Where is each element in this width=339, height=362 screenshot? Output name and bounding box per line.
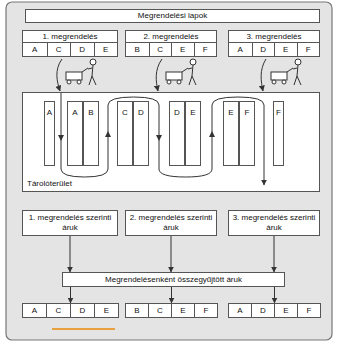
text-box: C (148, 303, 172, 318)
text-box: B (126, 42, 149, 56)
node-text: 3. megrendelés szerinti áruk (231, 213, 317, 233)
text-box: E (274, 303, 298, 318)
flow-arrow (274, 287, 275, 303)
shelf-slot: F (273, 101, 284, 166)
text-box: F (297, 303, 321, 318)
text-box: C (149, 42, 172, 56)
node-text: E (180, 45, 185, 55)
text-box: D (70, 42, 94, 56)
node-text: F (245, 108, 250, 118)
node-text: F (306, 45, 311, 55)
node-text: 3. megrendelés (229, 31, 319, 42)
node-text: Tárolóterület (27, 179, 72, 189)
node-text: E (228, 108, 233, 118)
node-text: F (204, 306, 209, 316)
text-box: E (94, 303, 119, 318)
node-text: D (260, 45, 266, 55)
text-box: F (297, 42, 320, 56)
node-text: A (32, 306, 37, 316)
node-text: B (135, 45, 140, 55)
node-text: 1. megrendelés szerinti áruk (25, 213, 115, 233)
text-box: D (252, 42, 275, 56)
shelf-slot: D (169, 101, 185, 166)
node-text: F (276, 108, 281, 118)
text-box: B (125, 303, 149, 318)
node-text: A (72, 108, 77, 118)
text-box: A (22, 303, 47, 318)
node-text: C (157, 45, 163, 55)
flow-arrow (274, 236, 275, 272)
text-box: D (251, 303, 275, 318)
flow-arrow (70, 287, 71, 303)
node-text: C (157, 306, 163, 316)
node-text: C (56, 45, 62, 55)
node-text: A (238, 45, 243, 55)
node-text: A (47, 108, 52, 118)
text-box: 3. megrendelés szerinti áruk (228, 210, 320, 236)
text-box: C (47, 42, 71, 56)
text-box: 1. megrendelés szerinti áruk (22, 210, 118, 236)
outer-panel (6, 2, 332, 340)
node-text: D (260, 306, 266, 316)
shelf-slot: C (117, 101, 133, 166)
node-text: Megrendelésenként összegyűjtött áruk (105, 275, 242, 285)
node-text: F (203, 45, 208, 55)
node-text: D (80, 306, 86, 316)
text-box: A (228, 303, 252, 318)
node-text: C (122, 108, 128, 118)
shelf-slot: E (223, 101, 239, 166)
node-text: E (283, 45, 288, 55)
flow-arrow (70, 236, 71, 272)
text-box: 2. megrendelés szerinti áruk (125, 210, 217, 236)
accent-line (52, 328, 115, 330)
node-text: D (174, 108, 180, 118)
node-text: E (103, 45, 108, 55)
shelf-slot: D (133, 101, 149, 166)
text-box: E (171, 303, 195, 318)
text-box: E (94, 42, 118, 56)
node-text: E (190, 108, 195, 118)
node-text: B (88, 108, 93, 118)
text-box: A (229, 42, 252, 56)
node-text: A (32, 45, 37, 55)
flow-arrow (171, 236, 172, 272)
text-box: E (274, 42, 297, 56)
node-text: D (79, 45, 85, 55)
text-box: A (23, 42, 47, 56)
order-sheet: 3. megrendelésA D E F (228, 30, 320, 57)
node-text: F (307, 306, 312, 316)
node-text: Megrendelési lapok (138, 11, 207, 21)
text-box: D (70, 303, 95, 318)
text-box: F (194, 42, 217, 56)
node-text: E (104, 306, 109, 316)
text-box: Megrendelésenként összegyűjtött áruk (62, 272, 285, 287)
order-sheet: 1. megrendelésA C D E (22, 30, 118, 57)
shelf-slot: B (83, 101, 99, 166)
node-text: E (180, 306, 185, 316)
shelf-slot: F (239, 101, 255, 166)
text-box: C (46, 303, 71, 318)
node-text: C (56, 306, 62, 316)
order-sheet: 2. megrendelésB C E F (125, 30, 217, 57)
flow-arrow (171, 287, 172, 303)
shelf-slot: E (185, 101, 201, 166)
node-text: 1. megrendelés (23, 31, 117, 42)
node-text: 2. megrendelés (126, 31, 216, 42)
text-box: F (194, 303, 218, 318)
node-text: A (237, 306, 242, 316)
node-text: 2. megrendelés szerinti áruk (128, 213, 214, 233)
text-box: E (171, 42, 194, 56)
node-text: B (134, 306, 139, 316)
shelf-slot: A (67, 101, 83, 166)
node-text: E (283, 306, 288, 316)
storage-area: TárolóterületAABCDDEEFF (22, 92, 320, 192)
cart-figure (57, 59, 301, 91)
shelf-slot: A (44, 101, 55, 166)
text-box: Megrendelési lapok (25, 9, 320, 23)
node-text: D (138, 108, 144, 118)
